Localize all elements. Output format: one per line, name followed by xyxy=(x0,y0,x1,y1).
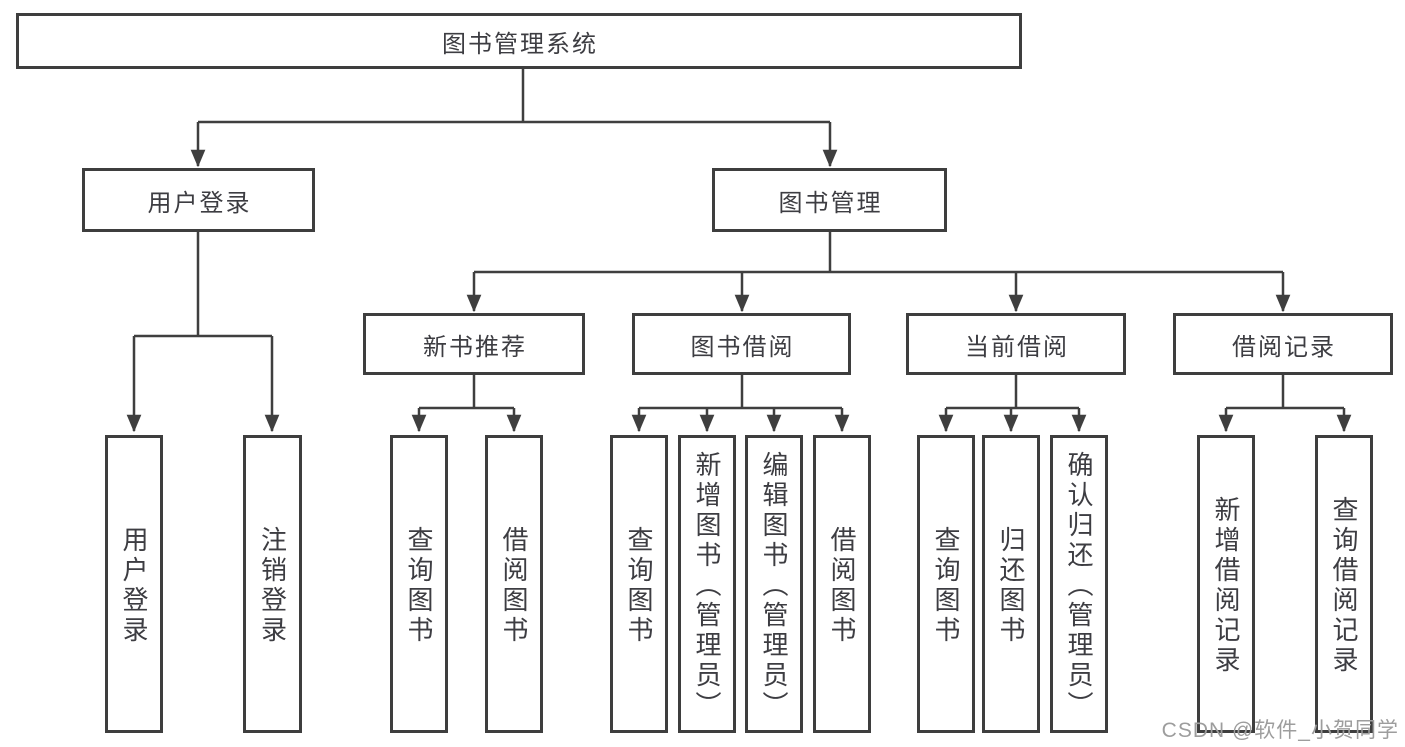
node-new-book-rec: 新书推荐 xyxy=(363,313,585,375)
leaf-current-query: 查询图书 xyxy=(917,435,975,733)
edges-user-login xyxy=(126,232,280,433)
leaf-borrow-add-admin-label: 新增图书（管理员） xyxy=(692,451,722,721)
edges-new-book-rec xyxy=(411,375,522,433)
node-book-mgmt-label: 图书管理 xyxy=(778,189,883,217)
leaf-borrow-book-label: 借阅图书 xyxy=(827,526,857,646)
leaf-record-query-label: 查询借阅记录 xyxy=(1329,496,1359,676)
leaf-newbook-query: 查询图书 xyxy=(390,435,448,733)
leaf-return-book-label: 归还图书 xyxy=(996,526,1026,646)
node-borrow-records: 借阅记录 xyxy=(1173,313,1393,375)
leaf-newbook-borrow: 借阅图书 xyxy=(485,435,543,733)
leaf-newbook-borrow-label: 借阅图书 xyxy=(499,526,529,646)
leaf-user-login-label: 用户登录 xyxy=(119,526,149,646)
node-library-system-label: 图书管理系统 xyxy=(442,30,598,58)
leaf-borrow-edit-admin: 编辑图书（管理员） xyxy=(745,435,803,733)
node-book-borrow: 图书借阅 xyxy=(632,313,851,375)
node-user-login: 用户登录 xyxy=(82,168,315,232)
node-borrow-records-label: 借阅记录 xyxy=(1232,333,1336,361)
edges-book-borrow xyxy=(631,375,850,433)
edges-book-mgmt xyxy=(466,232,1291,313)
leaf-return-book: 归还图书 xyxy=(982,435,1040,733)
leaf-borrow-book: 借阅图书 xyxy=(813,435,871,733)
leaf-newbook-query-label: 查询图书 xyxy=(404,526,434,646)
leaf-user-login: 用户登录 xyxy=(105,435,163,733)
node-user-login-label: 用户登录 xyxy=(147,189,252,217)
leaf-current-query-label: 查询图书 xyxy=(931,526,961,646)
node-current-borrow: 当前借阅 xyxy=(906,313,1126,375)
leaf-logout: 注销登录 xyxy=(243,435,302,733)
node-new-book-rec-label: 新书推荐 xyxy=(423,333,527,361)
leaf-record-add-label: 新增借阅记录 xyxy=(1211,496,1241,676)
leaf-borrow-add-admin: 新增图书（管理员） xyxy=(678,435,736,733)
node-book-mgmt: 图书管理 xyxy=(712,168,947,232)
leaf-borrow-query-label: 查询图书 xyxy=(624,526,654,646)
leaf-confirm-return-admin-label: 确认归还（管理员） xyxy=(1064,451,1094,721)
edges-root xyxy=(190,69,838,168)
leaf-record-query: 查询借阅记录 xyxy=(1315,435,1373,733)
leaf-borrow-query: 查询图书 xyxy=(610,435,668,733)
leaf-borrow-edit-admin-label: 编辑图书（管理员） xyxy=(759,451,789,721)
leaf-confirm-return-admin: 确认归还（管理员） xyxy=(1050,435,1108,733)
edges-current-borrow xyxy=(938,375,1087,433)
node-current-borrow-label: 当前借阅 xyxy=(965,333,1069,361)
node-book-borrow-label: 图书借阅 xyxy=(690,333,795,361)
leaf-logout-label: 注销登录 xyxy=(257,526,288,646)
node-library-system: 图书管理系统 xyxy=(16,13,1022,69)
csdn-watermark: CSDN @软件_小贺同学 xyxy=(1161,719,1399,742)
leaf-record-add: 新增借阅记录 xyxy=(1197,435,1255,733)
edges-borrow-records xyxy=(1218,375,1352,433)
